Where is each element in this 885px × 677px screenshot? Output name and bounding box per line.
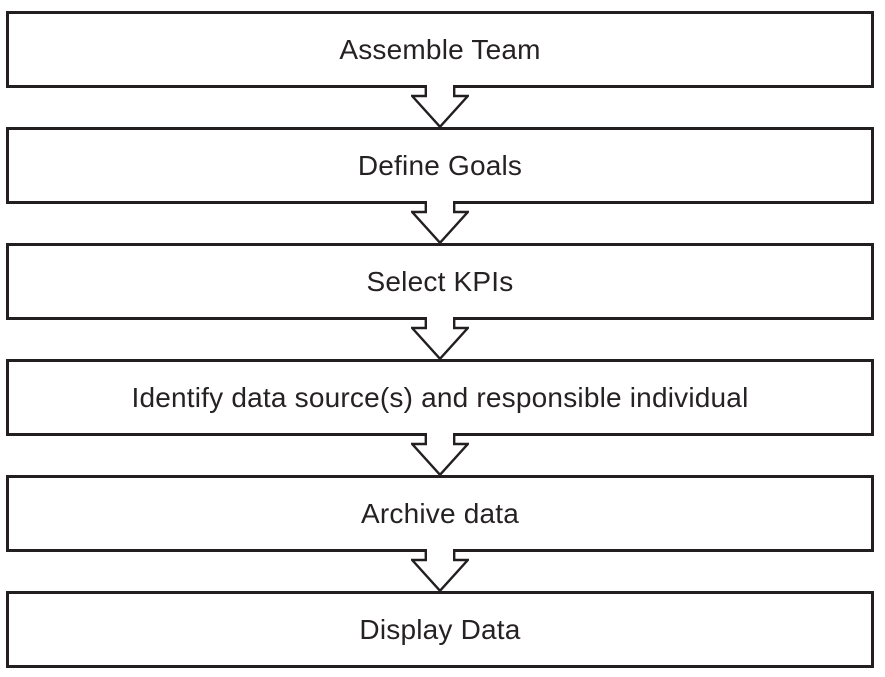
step-label: Archive data bbox=[360, 497, 520, 529]
down-arrow-icon bbox=[411, 85, 469, 128]
step-box-assemble-team: Assemble Team bbox=[6, 11, 874, 88]
down-arrow-icon bbox=[411, 433, 469, 476]
step-box-archive-data: Archive data bbox=[6, 475, 874, 552]
step-box-identify-data-sources: Identify data source(s) and responsible … bbox=[6, 359, 874, 436]
step-box-define-goals: Define Goals bbox=[6, 127, 874, 204]
step-label: Select KPIs bbox=[366, 265, 514, 297]
step-box-display-data: Display Data bbox=[6, 591, 874, 668]
step-label: Assemble Team bbox=[339, 33, 541, 65]
step-label: Identify data source(s) and responsible … bbox=[131, 381, 749, 413]
down-arrow-icon bbox=[411, 317, 469, 360]
step-label: Display Data bbox=[359, 613, 521, 645]
down-arrow-icon bbox=[411, 201, 469, 244]
step-box-select-kpis: Select KPIs bbox=[6, 243, 874, 320]
step-label: Define Goals bbox=[357, 149, 523, 181]
down-arrow-icon bbox=[411, 549, 469, 592]
